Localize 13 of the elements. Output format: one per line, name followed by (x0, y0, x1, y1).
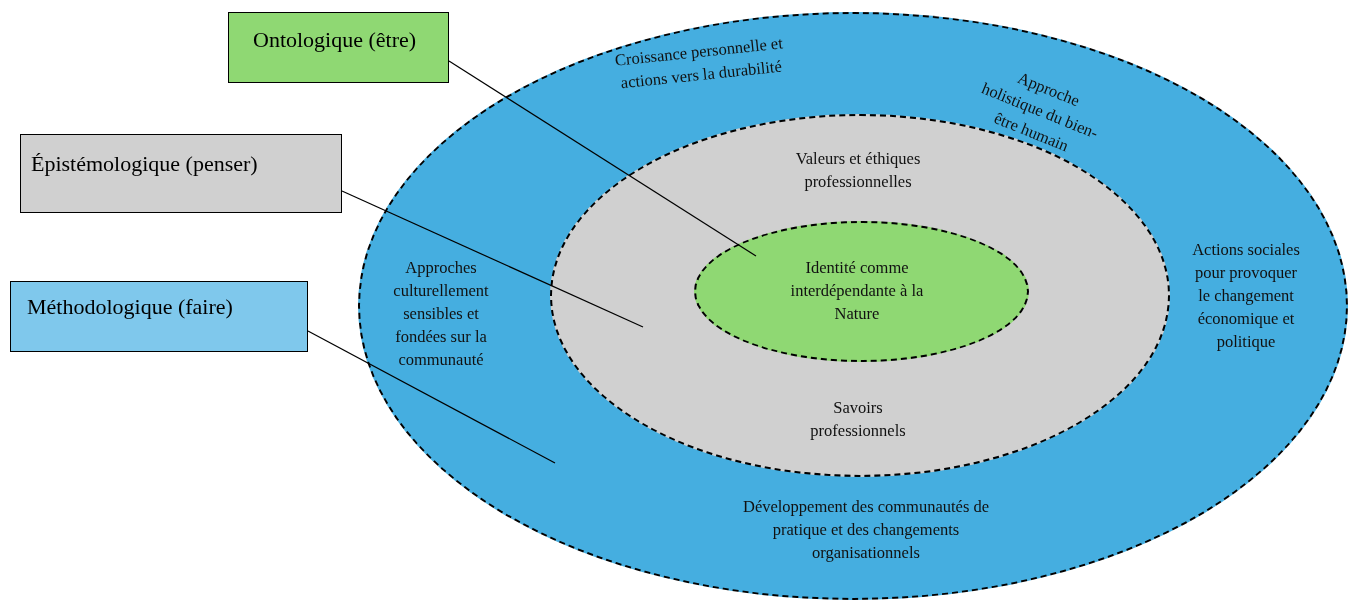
ring-label: Valeurs et éthiques professionnelles (794, 148, 922, 193)
category-box: Épistémologique (penser) (20, 134, 342, 213)
ring-label: Savoirs professionnels (809, 397, 907, 442)
category-box: Méthodologique (faire) (10, 281, 308, 352)
ring-label: Développement des communautés de pratique et des changements organisationnels (741, 496, 991, 564)
leader-line (341, 190, 644, 328)
leader-line (307, 330, 556, 464)
ring-label: Approches culturellement sensibles et fondées sur la communauté (392, 257, 490, 371)
ring-label: Identité comme interdépendante à la Nature (789, 257, 925, 325)
category-box: Ontologique (être) (228, 12, 449, 83)
ring-label: Actions sociales pour provoquer le changement économique et politique (1191, 239, 1301, 353)
ring-label: Croissance personnelle et actions vers la durabilité (612, 32, 785, 95)
leader-line (448, 60, 757, 257)
